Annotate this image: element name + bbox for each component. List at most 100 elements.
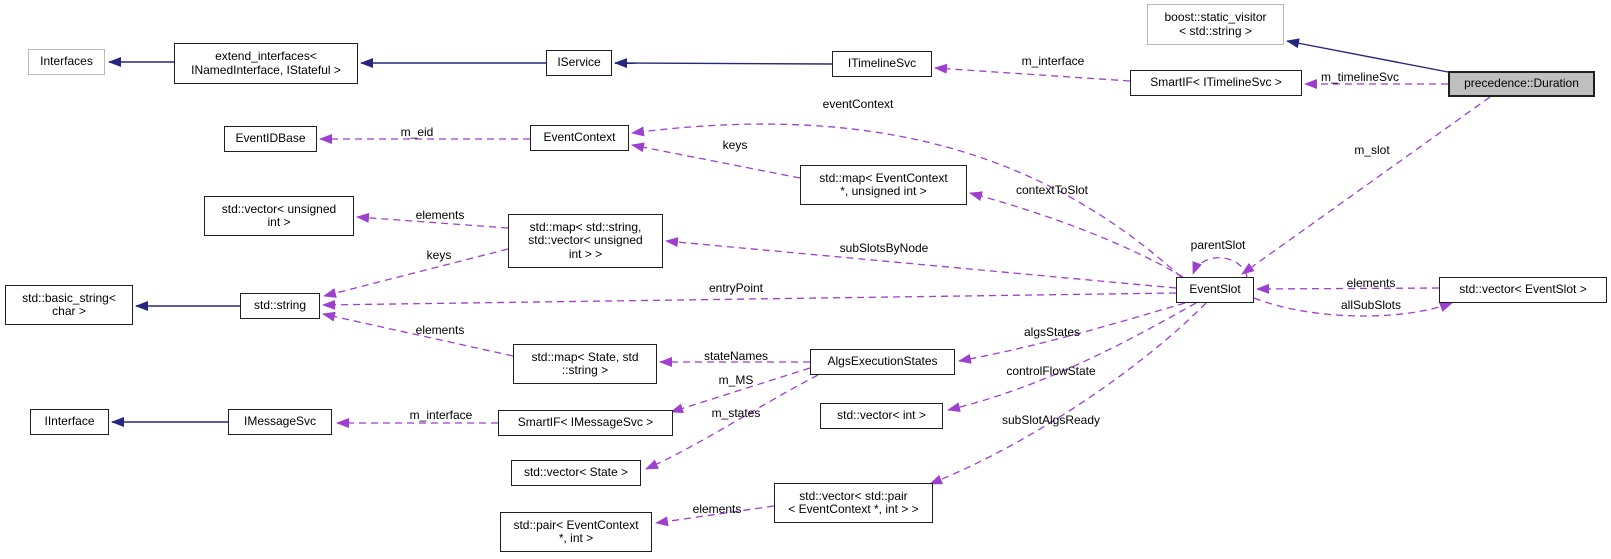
node-algsexecutionstates[interactable]: AlgsExecutionStates [810,349,955,375]
node-eventcontext[interactable]: EventContext [530,125,629,151]
node-vector-pair[interactable]: std::vector< std::pair< EventContext *, … [774,483,933,523]
node-basic-string-label-line: char > [52,304,86,318]
edge-elements-pair [655,505,775,527]
node-vector-state-label-line: std::vector< State > [523,465,629,480]
node-itimelinesvc[interactable]: ITimelineSvc [832,51,932,77]
edge-subslotsbynode [665,237,1177,289]
edge-label-m-ms: m_MS [718,373,754,387]
node-iservice[interactable]: IService [546,50,612,76]
edge-elements-eventslot [1256,283,1440,294]
node-map-string-vecuint[interactable]: std::map< std::string,std::vector< unsig… [508,214,663,268]
node-precedence-duration-label-line: precedence::Duration [1464,76,1579,91]
edge-label-m-timelinesvc: m_timelineSvc [1320,70,1400,84]
node-precedence-duration[interactable]: precedence::Duration [1448,71,1595,97]
node-interfaces[interactable]: Interfaces [28,49,105,75]
node-extend-interfaces-label-line: INamedInterface, IStateful > [191,62,341,77]
node-pair-eventcontext-int-label-line: *, int > [558,531,594,545]
edge-label-m-states: m_states [711,406,761,420]
node-smartif-imessagesvc[interactable]: SmartIF< IMessageSvc > [498,410,673,436]
edge-keys-eventcontext [631,142,801,179]
node-extend-interfaces-label-line: extend_interfaces< [215,49,317,63]
node-iservice-label-line: IService [557,55,601,70]
node-std-string-label-line: std::string [253,298,307,313]
edge-m-states [645,374,819,470]
edge-label-m-interface-timeline: m_interface [1021,54,1085,68]
node-map-eventcontext-uint-label-line: *, unsigned int > [840,184,927,198]
edge-label-keys-eventcontext: keys [722,138,748,152]
node-algsexecutionstates-label-line: AlgsExecutionStates [827,354,938,369]
edge-label-elements-pair: elements [692,502,742,516]
edge-label-elements-vecuint: elements [415,208,465,222]
node-vector-pair-label-line: std::vector< std::pair [799,488,908,503]
edge-elements-string [322,311,514,357]
node-imessagesvc[interactable]: IMessageSvc [228,409,332,435]
node-map-eventcontext-uint[interactable]: std::map< EventContext*, unsigned int > [800,165,967,205]
node-std-string[interactable]: std::string [240,293,320,319]
node-eventidbase-label-line: EventIDBase [235,131,306,146]
edge-label-subslotsbynode: subSlotsByNode [839,241,929,255]
node-map-state-string[interactable]: std::map< State, std::string > [513,344,657,384]
edge-label-keys-string: keys [426,248,452,262]
node-boost-static-visitor-label-line: boost::static_visitor [1164,10,1267,24]
node-interfaces-label-line: Interfaces [40,54,93,69]
node-smartif-imessagesvc-label-line: SmartIF< IMessageSvc > [517,415,654,430]
node-eventcontext-label-line: EventContext [543,130,616,145]
edge-keys-string [323,248,509,298]
node-vector-uint-label-line: int > [267,215,291,229]
edge-controlflowstate [947,302,1197,413]
edge-label-contexttoslot: contextToSlot [1015,183,1089,197]
edge-label-elements-string: elements [415,323,465,337]
edge-label-parentslot: parentSlot [1190,238,1246,252]
node-map-state-string-label-line: ::string > [561,363,609,377]
node-vector-eventslot-label-line: std::vector< EventSlot > [1459,282,1587,297]
node-boost-static-visitor-label-line: < std::string > [1179,23,1252,38]
node-eventslot-label-line: EventSlot [1189,282,1241,297]
edge-contexttoslot [969,191,1184,278]
node-extend-interfaces[interactable]: extend_interfaces<INamedInterface, IStat… [174,43,358,84]
node-map-string-vecuint-label-line: std::map< std::string, [529,219,642,234]
edge-label-statenames: stateNames [703,349,769,363]
node-vector-int[interactable]: std::vector< int > [820,403,943,429]
edge-label-m-interface-message: m_interface [409,408,473,422]
edge-label-m-slot: m_slot [1354,143,1390,157]
edge-algsstates [958,302,1186,364]
node-vector-state[interactable]: std::vector< State > [511,460,641,486]
edge-label-elements-eventslot: elements [1346,276,1396,290]
node-smartif-itimelinesvc-label-line: SmartIF< ITimelineSvc > [1150,75,1282,90]
edge-m-slot [1241,96,1491,275]
edge-m-ms [670,367,811,414]
edge-allsubslots [1253,297,1453,317]
node-map-string-vecuint-label-line: int > > [568,246,603,261]
node-vector-eventslot[interactable]: std::vector< EventSlot > [1439,277,1607,303]
node-boost-static-visitor[interactable]: boost::static_visitor< std::string > [1147,4,1284,45]
edge-label-m-eid: m_eid [400,125,434,139]
edge-m-interface-timeline [934,63,1131,82]
node-map-string-vecuint-label-line: std::vector< unsigned [528,233,643,248]
node-iinterface-label-line: IInterface [44,414,95,429]
edge-parentslot [1192,257,1248,278]
edge-duration-to-boost [1286,38,1449,73]
node-pair-eventcontext-int-label-line: std::pair< EventContext [513,517,639,532]
edge-eventcontext-edge [631,123,1182,278]
node-basic-string-label-line: std::basic_string< [22,290,116,305]
edge-entrypoint [322,292,1177,310]
node-vector-int-label-line: std::vector< int > [837,408,926,423]
node-map-state-string-label-line: std::map< State, std [531,349,639,364]
node-eventslot[interactable]: EventSlot [1176,277,1254,303]
node-eventidbase[interactable]: EventIDBase [224,126,317,152]
node-smartif-itimelinesvc[interactable]: SmartIF< ITimelineSvc > [1130,70,1302,96]
edge-label-entrypoint: entryPoint [708,281,764,295]
node-vector-pair-label-line: < EventContext *, int > > [788,502,919,516]
edge-label-algsstates: algsStates [1023,325,1081,339]
node-imessagesvc-label-line: IMessageSvc [243,414,317,429]
node-pair-eventcontext-int[interactable]: std::pair< EventContext*, int > [500,512,652,552]
edge-itimelinesvc-to-iservice [614,58,833,69]
node-map-eventcontext-uint-label-line: std::map< EventContext [819,170,948,185]
edge-elements-vecuint [356,212,509,229]
node-basic-string[interactable]: std::basic_string<char > [5,285,133,325]
edge-label-controlflowstate: controlFlowState [1006,364,1096,378]
node-iinterface[interactable]: IInterface [30,409,109,435]
